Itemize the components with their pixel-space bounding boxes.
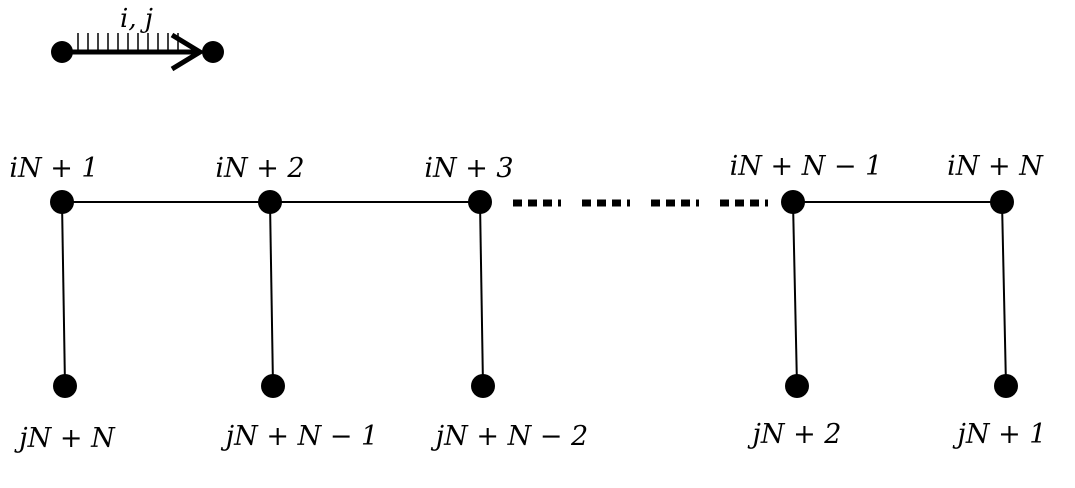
top-node-label: iN + 3: [424, 153, 513, 184]
vertical-edges: [61, 201, 1007, 387]
top-node: [50, 190, 74, 214]
legend-end-node: [202, 41, 224, 63]
top-node: [258, 190, 282, 214]
legend: i, j: [51, 4, 224, 72]
legend-hatch-marks: [77, 33, 179, 50]
top-node: [990, 190, 1014, 214]
bottom-node: [994, 374, 1018, 398]
top-node-label: iN + 1: [9, 153, 98, 184]
bottom-nodes: [53, 374, 1018, 398]
bottom-node-label: jN + 2: [748, 419, 842, 450]
bottom-node: [471, 374, 495, 398]
bottom-node-label: jN + 1: [953, 419, 1047, 450]
bottom-node-label: jN + N: [14, 423, 116, 454]
bottom-labels: jN + N jN + N − 1 jN + N − 2 jN + 2 jN +…: [14, 419, 1046, 454]
top-node: [781, 190, 805, 214]
legend-arrowhead: [170, 32, 205, 72]
bottom-node-label: jN + N − 1: [221, 421, 378, 452]
top-node-label: iN + 2: [215, 153, 304, 184]
top-node-label: iN + N − 1: [730, 151, 883, 182]
legend-start-node: [51, 41, 73, 63]
legend-label: i, j: [120, 4, 153, 34]
vertical-edge-2: [269, 201, 274, 387]
top-node-label: iN + N: [947, 151, 1044, 182]
top-labels: iN + 1 iN + 2 iN + 3 iN + N − 1 iN + N: [9, 151, 1044, 184]
bottom-node: [53, 374, 77, 398]
top-node: [468, 190, 492, 214]
vertical-edge-1: [61, 201, 66, 387]
bottom-node-label: jN + N − 2: [431, 421, 588, 452]
vertical-edge-3: [479, 201, 484, 387]
bottom-node: [785, 374, 809, 398]
vertical-edge-4: [792, 201, 798, 387]
vertical-edge-5: [1001, 201, 1007, 387]
top-nodes: [50, 190, 1014, 214]
bottom-node: [261, 374, 285, 398]
